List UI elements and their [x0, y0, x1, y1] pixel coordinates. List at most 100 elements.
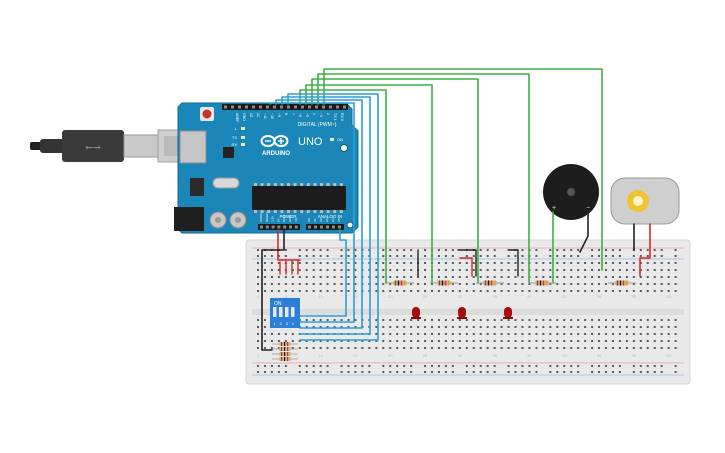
- resistors: [386, 280, 636, 286]
- digital-pin-label: RX 0: [340, 113, 344, 121]
- resistor-band: [493, 280, 496, 286]
- rail-hole: [556, 371, 559, 373]
- chip-pin: [313, 183, 317, 186]
- chip-pin: [320, 183, 323, 186]
- breadboard-hole: [451, 262, 454, 264]
- breadboard-hole: [507, 333, 510, 335]
- leds: [411, 307, 513, 319]
- breadboard-hole: [458, 326, 461, 328]
- resistor-band: [447, 280, 450, 286]
- breadboard-hole: [298, 340, 301, 342]
- resistor-band: [487, 280, 490, 286]
- breadboard-hole: [646, 283, 649, 285]
- rail-hole: [674, 371, 677, 373]
- breadboard-hole: [479, 269, 482, 271]
- column-number: 55: [632, 353, 637, 358]
- breadboard-hole: [437, 262, 440, 264]
- rail-hole: [605, 255, 607, 257]
- analog-pin-label: A2: [319, 218, 323, 222]
- chip-pin: [273, 183, 277, 186]
- rail-hole: [396, 365, 399, 367]
- breadboard-hole: [584, 290, 587, 292]
- digital-pin-label: 13: [249, 113, 253, 117]
- resistor-body: [393, 280, 407, 286]
- breadboard-hole: [625, 276, 628, 278]
- breadboard-hole: [444, 269, 447, 271]
- breadboard-hole: [472, 340, 475, 342]
- header-pin: [343, 105, 346, 109]
- resistor-band: [287, 352, 289, 356]
- resistor-icon: [272, 352, 298, 356]
- breadboard-hole: [563, 333, 566, 335]
- breadboard-hole: [584, 340, 587, 342]
- rail-hole: [257, 365, 259, 367]
- breadboard-hole: [528, 340, 531, 342]
- breadboard-hole: [312, 262, 315, 264]
- breadboard-hole: [326, 283, 329, 285]
- breadboard-hole: [270, 340, 273, 342]
- board-usb-port: [179, 130, 207, 164]
- breadboard-hole: [263, 269, 266, 271]
- breadboard-hole: [591, 340, 594, 342]
- breadboard-hole: [340, 290, 343, 292]
- resistor-icon: [272, 347, 298, 351]
- rail-hole: [639, 365, 642, 367]
- chip-pin: [287, 210, 290, 213]
- rail-hole: [277, 365, 280, 367]
- rail-hole: [396, 249, 399, 251]
- rail-hole: [528, 365, 531, 367]
- breadboard-hole: [653, 283, 656, 285]
- rail-hole: [444, 249, 447, 251]
- breadboard-hole: [417, 326, 420, 328]
- rail-hole: [605, 365, 607, 367]
- breadboard-hole: [639, 326, 642, 328]
- rail-hole: [514, 371, 517, 373]
- breadboard-hole: [465, 333, 468, 335]
- rail-hole: [618, 249, 621, 251]
- mounting-hole: [346, 221, 354, 229]
- breadboard-hole: [535, 333, 538, 335]
- rail-hole: [444, 365, 447, 367]
- chip-pin: [287, 183, 290, 186]
- breadboard-hole: [542, 333, 545, 335]
- breadboard-hole: [674, 347, 677, 349]
- rail-hole: [403, 365, 406, 367]
- chip-pin: [260, 210, 264, 213]
- breadboard-hole: [660, 326, 663, 328]
- rail-hole: [660, 249, 663, 251]
- breadboard-hole: [563, 262, 566, 264]
- breadboard-hole: [611, 262, 614, 264]
- breadboard-hole: [632, 262, 635, 264]
- breadboard-hole: [514, 347, 517, 349]
- rail-hole: [347, 365, 350, 367]
- rail-hole: [382, 255, 385, 257]
- rail-hole: [611, 365, 614, 367]
- rail-hole: [521, 365, 524, 367]
- chip-pin: [300, 210, 304, 213]
- wire-green-led3: [311, 78, 479, 284]
- dip-switch-icon: ON 1 2 3 4: [270, 298, 300, 328]
- breadboard-hole: [319, 347, 322, 349]
- rail-hole: [424, 365, 427, 367]
- breadboard-hole: [284, 333, 287, 335]
- breadboard-hole: [340, 319, 343, 321]
- breadboard-hole: [389, 269, 392, 271]
- rail-hole: [618, 255, 621, 257]
- chip-pin: [339, 183, 343, 186]
- breadboard-hole: [514, 333, 517, 335]
- column-number: 5: [285, 294, 288, 299]
- breadboard-hole: [479, 276, 482, 278]
- chip-pin: [300, 183, 304, 186]
- breadboard-hole: [577, 269, 580, 271]
- breadboard-hole: [563, 340, 566, 342]
- breadboard-hole: [277, 333, 280, 335]
- breadboard-hole: [263, 276, 266, 278]
- breadboard-hole: [263, 333, 266, 335]
- analog-header: [306, 224, 344, 230]
- breadboard-hole: [403, 319, 406, 321]
- rail-hole: [437, 255, 440, 257]
- breadboard-hole: [277, 347, 280, 349]
- breadboard-hole: [284, 283, 287, 285]
- rail-hole: [389, 365, 392, 367]
- breadboard-hole: [396, 269, 399, 271]
